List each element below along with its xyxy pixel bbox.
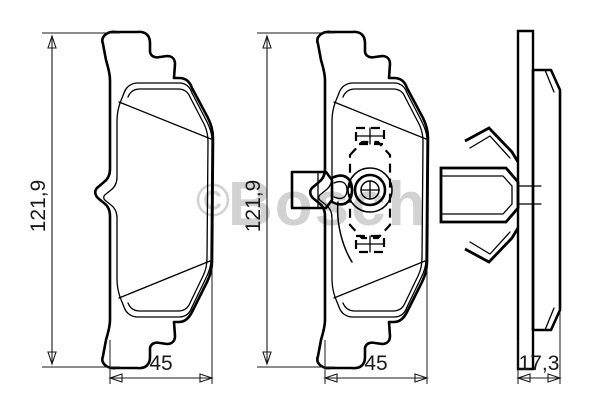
dimension-width-left-label: 45: [149, 352, 172, 375]
wear-sensor-tab-bottom-rib: [355, 235, 385, 253]
pad-friction-inner-left: [103, 82, 213, 318]
wear-sensor-ring-outer: [347, 167, 393, 213]
dimension-width-middle: 45: [323, 262, 429, 384]
view-middle-brake-pad: 121,9 45: [242, 30, 430, 384]
wear-sensor-crosshair: [360, 180, 380, 200]
wear-sensor-tab-bottom: [354, 234, 386, 254]
wear-sensor-cable-inner: [333, 180, 348, 200]
pad-outline-middle: [308, 30, 430, 370]
friction-chamfer-bottom: [532, 307, 555, 331]
wear-sensor-cable-tail: [336, 201, 353, 263]
view-right-side-profile: 17,3: [439, 29, 562, 384]
clip-arm-upper: [464, 126, 520, 163]
wear-sensor-connector-block: [290, 170, 334, 210]
clip-arm-lower: [464, 227, 520, 264]
wear-sensor-cable: [330, 174, 354, 206]
clip-body-inner: [440, 175, 513, 215]
wear-sensor-hidden-outline: [348, 140, 392, 240]
pad-chamfer-bottom-left: [118, 260, 211, 299]
pad-friction-inner2-middle: [342, 88, 424, 312]
pad-chamfer-top-middle: [333, 101, 427, 140]
dimension-height-left: 121,9: [27, 32, 120, 368]
dimension-thickness-right: 17,3: [516, 312, 562, 384]
clip-plate-slot: [517, 185, 542, 205]
pad-chamfer-top-left: [118, 101, 212, 140]
pad-outline-left: [93, 30, 215, 370]
dimension-height-middle: 121,9: [242, 32, 335, 368]
friction-chamfer-top: [532, 69, 555, 93]
backing-plate: [516, 29, 535, 371]
pad-chamfer-bottom-middle: [333, 260, 426, 299]
dimension-height-left-label: 121,9: [27, 180, 50, 233]
view-left-brake-pad: 121,9 45: [27, 30, 215, 384]
wear-sensor-assembly: [290, 126, 393, 263]
wear-sensor-tab-top-rib: [355, 127, 385, 145]
dimension-height-middle-label: 121,9: [242, 180, 265, 233]
dimension-width-middle-label: 45: [364, 352, 387, 375]
retaining-clip: [439, 126, 542, 264]
clip-arm-lower-inner: [469, 231, 511, 255]
wear-sensor-ring-mid: [353, 173, 387, 207]
bosch-watermark: © Bosch: [196, 170, 427, 239]
clip-body: [439, 166, 520, 224]
wear-sensor-tab-top: [354, 126, 386, 146]
dimension-width-left: 45: [108, 262, 214, 384]
dimension-thickness-right-label: 17,3: [519, 352, 560, 375]
brand-watermark-text: Bosch: [228, 170, 427, 239]
pad-friction-inner-middle: [318, 82, 428, 318]
clip-arm-upper-inner: [469, 135, 511, 159]
pad-friction-inner2-left: [127, 88, 209, 312]
